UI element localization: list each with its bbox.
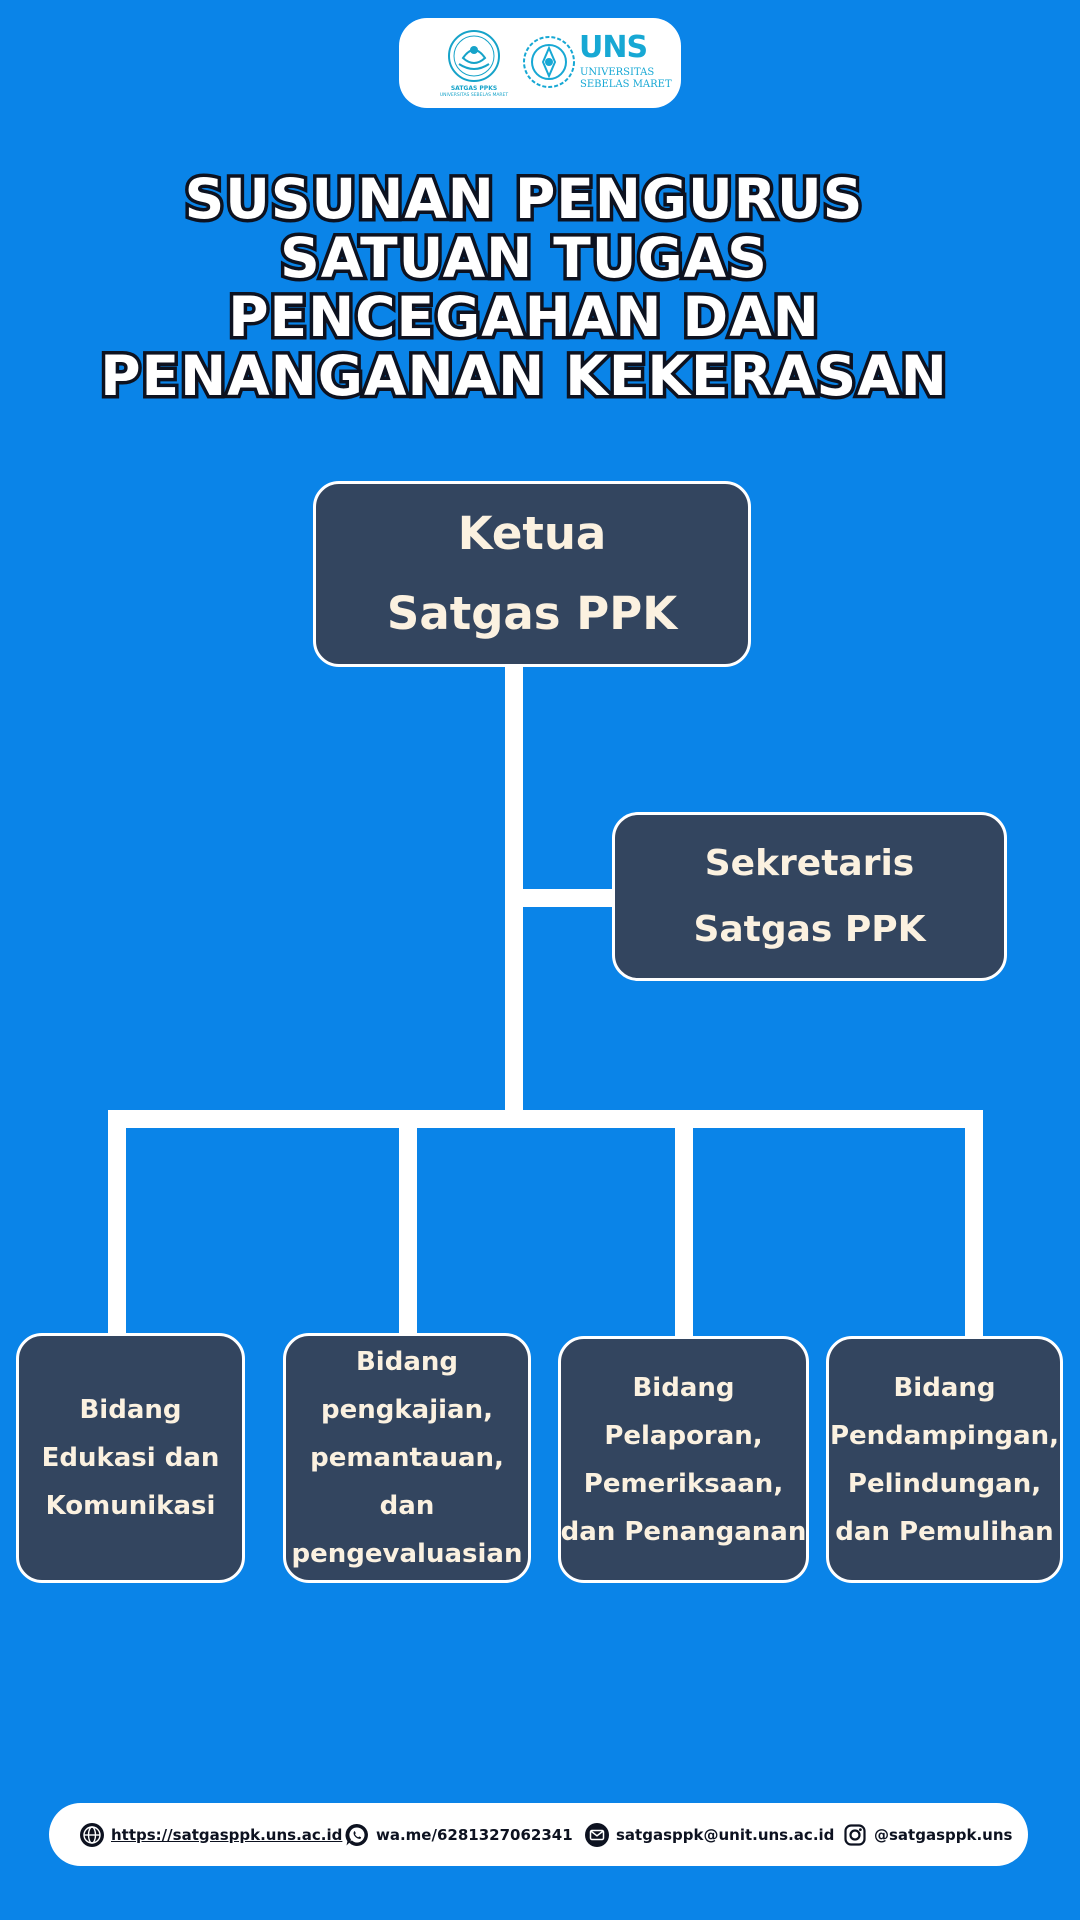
uns-emblem-icon <box>521 32 577 92</box>
mail-icon <box>584 1822 610 1848</box>
node-line: Bidang <box>632 1372 735 1403</box>
instagram-icon <box>842 1822 868 1848</box>
node-line: Bidang <box>79 1395 182 1425</box>
logo-header: SATGAS PPKS UNIVERSITAS SEBELAS MARET UN… <box>399 18 681 108</box>
contact-footer: https://satgasppk.uns.ac.id wa.me/628132… <box>49 1803 1028 1866</box>
connector-bidang-bus <box>108 1110 983 1128</box>
uns-logo-name-1: UNIVERSITAS <box>580 67 655 78</box>
node-bidang-pelaporan: Bidang Pelaporan, Pemeriksaan, dan Penan… <box>558 1336 809 1583</box>
email-text: satgasppk@unit.uns.ac.id <box>616 1825 835 1844</box>
node-line: Pelindungan, <box>847 1468 1042 1499</box>
website-text: https://satgasppk.uns.ac.id <box>111 1825 343 1844</box>
uns-logo-abbr: UNS <box>579 30 648 65</box>
title-line-1: SUSUNAN PENGURUS <box>181 166 866 232</box>
title-line-3: PENCEGAHAN DAN <box>225 284 823 350</box>
node-line: dan Penanganan <box>560 1516 807 1547</box>
connector-ketua-trunk <box>505 667 523 1117</box>
page-title: SUSUNAN PENGURUS SATUAN TUGAS PENCEGAHAN… <box>0 166 1048 409</box>
node-sekretaris-line-1: Sekretaris <box>704 842 915 884</box>
node-line: dan <box>379 1491 435 1521</box>
node-line: Edukasi dan <box>41 1443 220 1473</box>
title-line-4: PENANGANAN KEKERASAN <box>97 343 951 409</box>
satgas-ppk-seal-logo: SATGAS PPKS UNIVERSITAS SEBELAS MARET <box>429 28 519 98</box>
node-ketua: Ketua Satgas PPK <box>313 481 751 667</box>
connector-bidang-3 <box>675 1110 693 1338</box>
node-line: Bidang <box>893 1372 996 1403</box>
instagram-text: @satgasppk.uns <box>874 1825 1013 1844</box>
node-ketua-line-1: Ketua <box>457 507 607 560</box>
connector-bidang-2 <box>399 1110 417 1335</box>
satgas-logo-text: SATGAS PPKS <box>450 85 498 92</box>
node-line: dan Pemulihan <box>835 1516 1054 1547</box>
node-bidang-pengkajian: Bidang pengkajian, pemantauan, dan penge… <box>283 1333 531 1583</box>
node-line: Bidang <box>355 1347 458 1377</box>
title-line-2: SATUAN TUGAS <box>277 225 771 291</box>
email-link[interactable]: satgasppk@unit.uns.ac.id <box>584 1803 834 1866</box>
uns-logo-name-2: SEBELAS MARET <box>580 79 672 90</box>
connector-bidang-1 <box>108 1110 126 1335</box>
node-line: pengkajian, <box>321 1395 493 1425</box>
node-line: Pemeriksaan, <box>583 1468 784 1499</box>
node-line: pemantauan, <box>310 1443 504 1473</box>
whatsapp-link[interactable]: wa.me/6281327062341 <box>344 1803 573 1866</box>
globe-icon <box>79 1822 105 1848</box>
node-bidang-edukasi: Bidang Edukasi dan Komunikasi <box>16 1333 245 1583</box>
node-line: Komunikasi <box>45 1491 216 1521</box>
node-line: pengevaluasian <box>291 1539 523 1569</box>
instagram-link[interactable]: @satgasppk.uns <box>842 1803 1012 1866</box>
node-line: Pendampingan, <box>829 1420 1060 1451</box>
satgas-logo-subtext: UNIVERSITAS SEBELAS MARET <box>439 93 509 98</box>
node-sekretaris-line-2: Satgas PPK <box>693 908 926 950</box>
node-line: Pelaporan, <box>604 1420 763 1451</box>
node-ketua-line-2: Satgas PPK <box>386 587 678 640</box>
connector-sekretaris-branch <box>520 889 614 907</box>
node-bidang-pendampingan: Bidang Pendampingan, Pelindungan, dan Pe… <box>826 1336 1063 1583</box>
whatsapp-text: wa.me/6281327062341 <box>376 1825 573 1844</box>
connector-bidang-4 <box>965 1110 983 1338</box>
whatsapp-icon <box>344 1822 370 1848</box>
website-link[interactable]: https://satgasppk.uns.ac.id <box>79 1803 342 1866</box>
node-sekretaris: Sekretaris Satgas PPK <box>612 812 1007 981</box>
